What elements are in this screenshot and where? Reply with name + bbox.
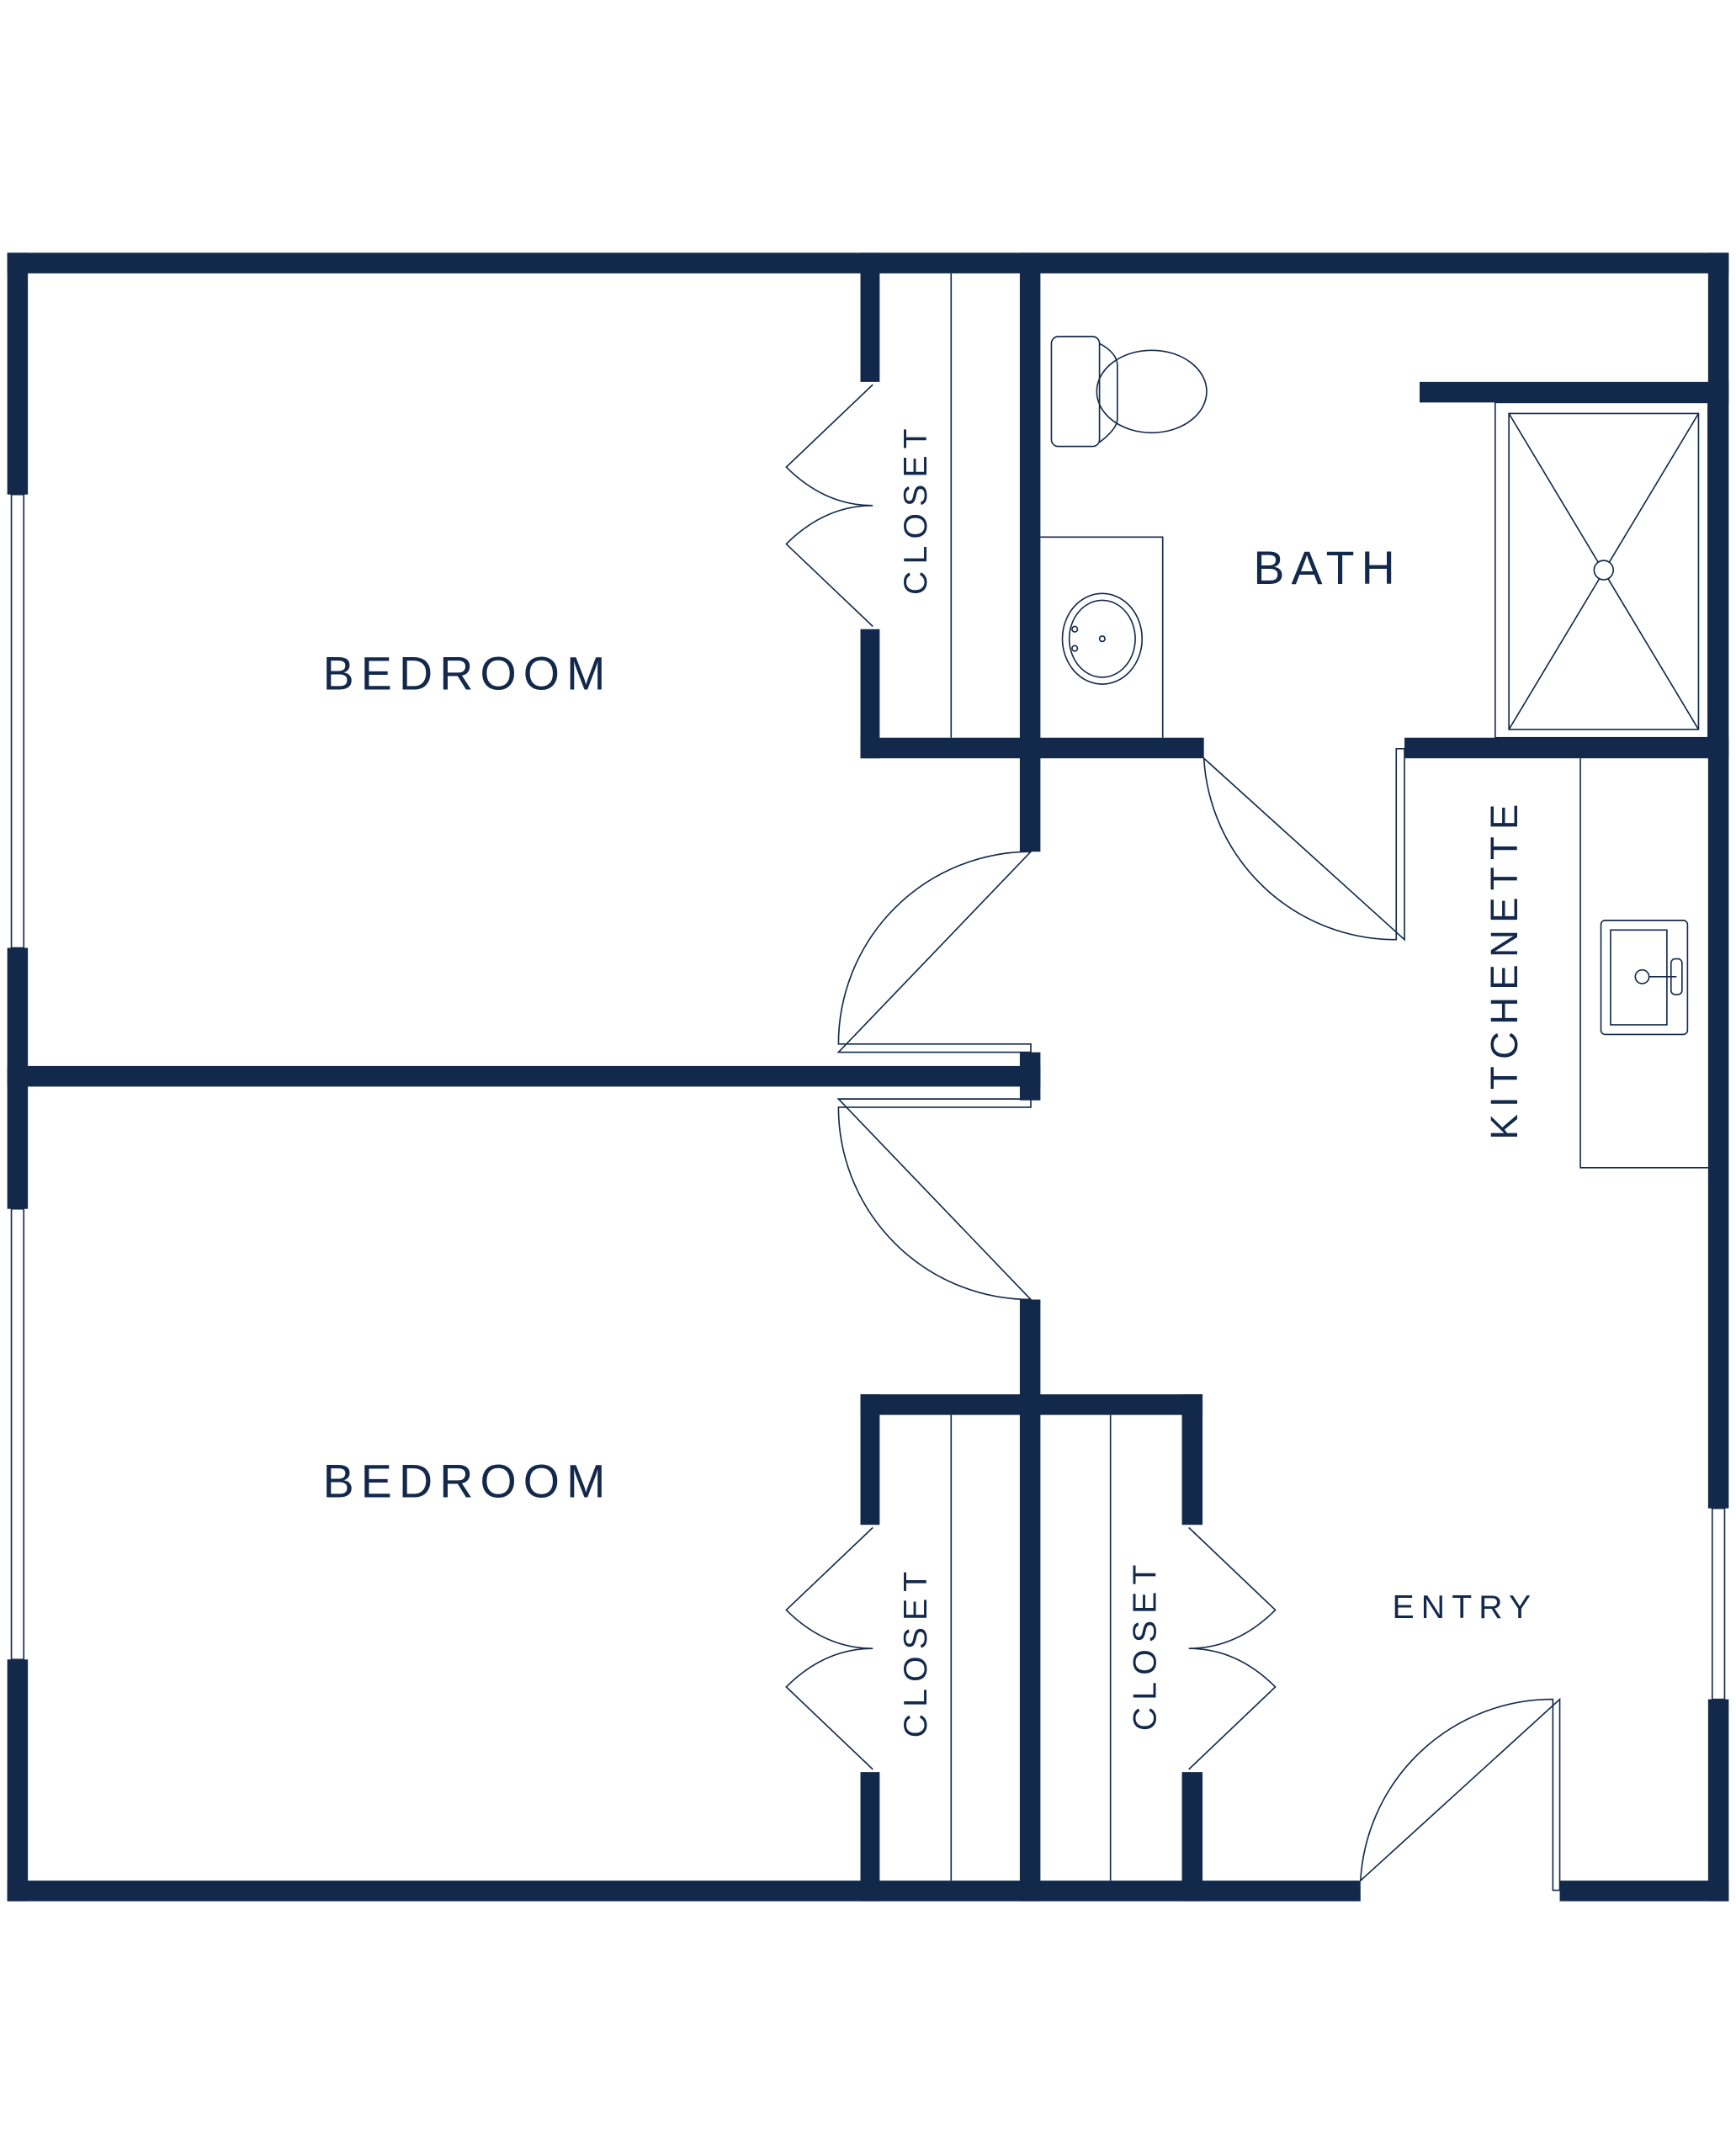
kitchen-counter [1579, 758, 1708, 1169]
bath-sink-icon [1040, 536, 1164, 738]
room-labels: BEDROOM BEDROOM BATH ENTRY CLOSET CLOSET… [323, 422, 1537, 1738]
closet-rods [950, 273, 1112, 1881]
label-entry: ENTRY [1392, 1589, 1537, 1626]
toilet-icon [1050, 336, 1208, 448]
walls [7, 252, 1729, 1902]
shower-icon [1494, 401, 1709, 739]
label-bedroom-bottom: BEDROOM [323, 1456, 613, 1508]
label-kitchenette: KITCHENETTE [1483, 797, 1526, 1139]
label-closet-top: CLOSET [898, 422, 934, 595]
label-closet-bottom-left: CLOSET [898, 1565, 934, 1738]
label-bath: BATH [1253, 542, 1402, 594]
label-bedroom-top: BEDROOM [323, 648, 613, 700]
label-closet-bottom-right: CLOSET [1128, 1557, 1164, 1731]
doors [836, 747, 1561, 1891]
windows [10, 493, 1726, 1700]
closet-doors [785, 384, 1277, 1770]
